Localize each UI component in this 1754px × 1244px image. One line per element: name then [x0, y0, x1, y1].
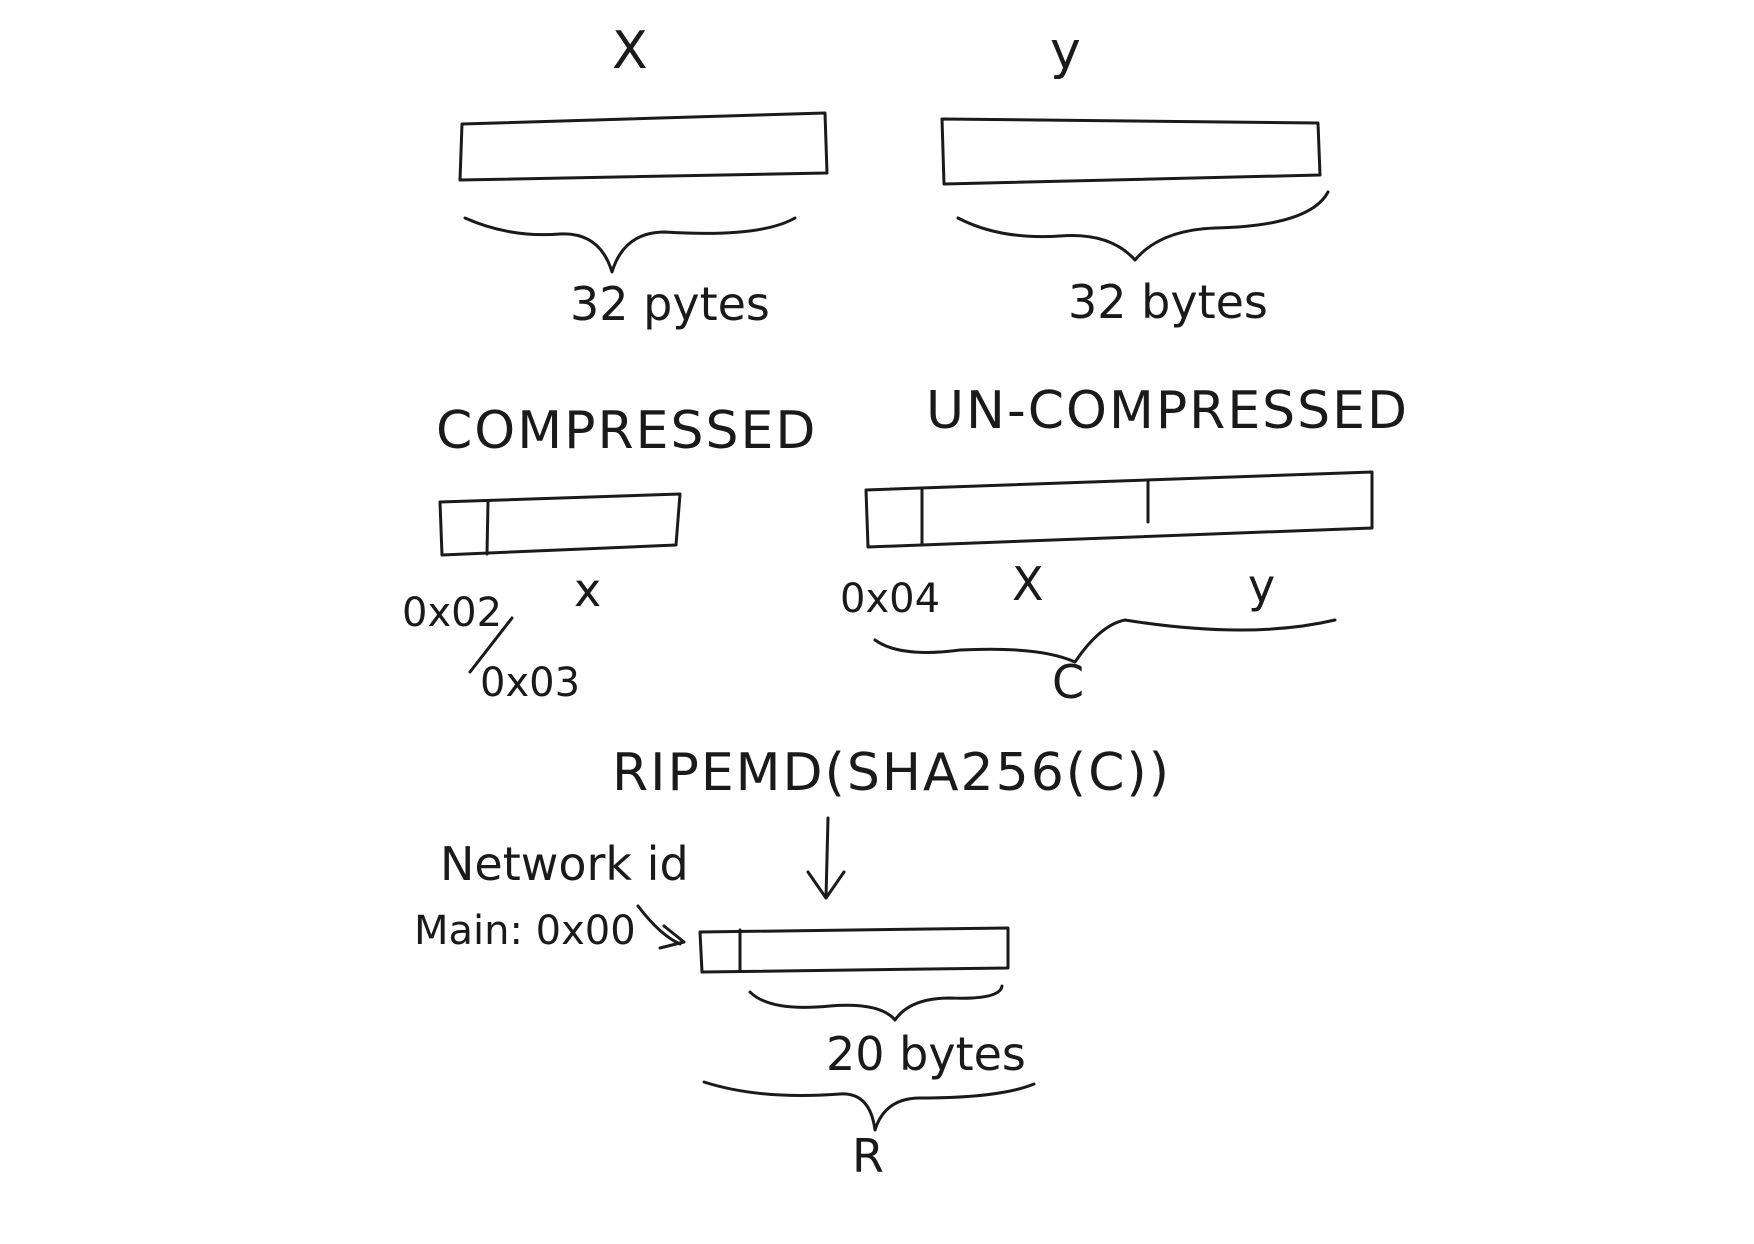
hash-expression: RIPEMD(SHA256(C)): [612, 743, 1171, 803]
compressed-prefix-label: 0x02: [402, 590, 502, 636]
y-size-brace: [956, 190, 1330, 262]
payload-size-brace: [748, 984, 1004, 1022]
y-coordinate-label: y: [1050, 21, 1083, 81]
x-coordinate-box: [458, 111, 829, 182]
down-arrow-icon: [806, 816, 846, 900]
compressed-title: COMPRESSED: [436, 401, 817, 461]
uncompressed-x-label: X: [1012, 557, 1044, 611]
c-group-brace: [873, 618, 1337, 664]
prefix-alternative-slash: [468, 616, 514, 674]
payload-size-label: 20 bytes: [826, 1027, 1026, 1081]
y-coordinate-box: [940, 117, 1322, 186]
x-size-label: 32 pytes: [570, 277, 770, 331]
compressed-prefix-alt-label: 0x03: [480, 660, 580, 706]
x-coordinate-label: X: [612, 21, 650, 81]
uncompressed-key-box: [864, 470, 1374, 549]
c-group-label: C: [1052, 655, 1084, 709]
result-brace: [702, 1080, 1036, 1132]
compressed-prefix-divider: [485, 500, 490, 556]
uncompressed-y-label: y: [1248, 559, 1275, 613]
compressed-key-box: [438, 492, 682, 557]
compressed-x-label: x: [574, 563, 601, 617]
network-main-label: Main: 0x00: [414, 908, 636, 954]
uncompressed-prefix-label: 0x04: [840, 576, 940, 622]
result-label: R: [852, 1129, 884, 1183]
network-arrow-icon: [636, 904, 686, 950]
x-size-brace: [463, 216, 797, 274]
y-size-label: 32 bytes: [1068, 275, 1268, 329]
uncompressed-title: UN-COMPRESSED: [926, 381, 1409, 441]
result-key-box: [698, 926, 1010, 974]
network-id-label: Network id: [440, 837, 689, 891]
